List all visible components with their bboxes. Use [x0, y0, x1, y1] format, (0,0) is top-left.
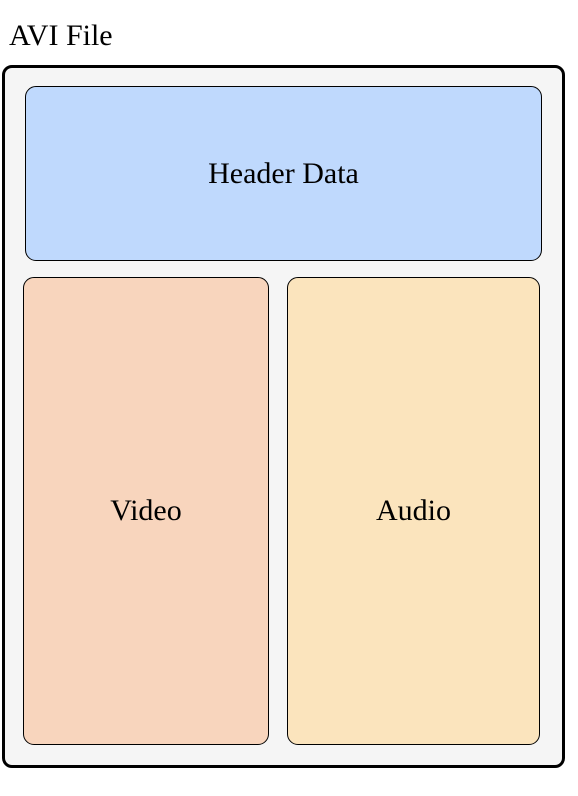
audio-label: Audio	[376, 494, 451, 527]
diagram-title: AVI File	[9, 19, 113, 52]
audio-block: Audio	[287, 277, 540, 745]
header-data-block: Header Data	[25, 86, 542, 261]
video-block: Video	[23, 277, 269, 745]
video-label: Video	[110, 494, 182, 527]
header-data-label: Header Data	[208, 156, 359, 190]
